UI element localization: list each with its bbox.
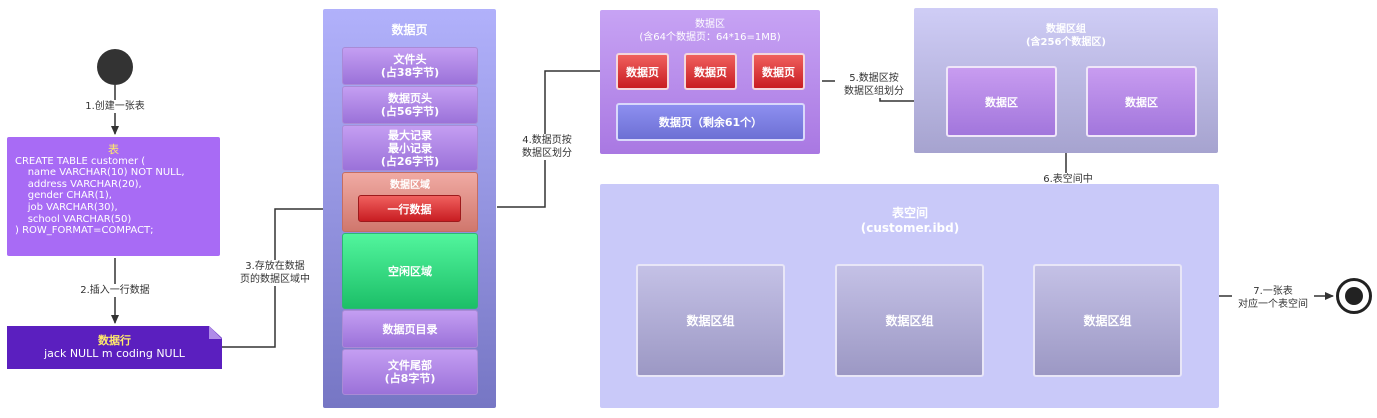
data-row-box: 数据行 jack NULL m coding NULL <box>7 326 222 369</box>
step-3-label: 3.存放在数据 页的数据区域中 <box>233 260 317 286</box>
step-7-label: 7.一张表 对应一个表空间 <box>1232 285 1314 311</box>
tablespace-group-3: 数据区组 <box>1033 264 1182 377</box>
extent-group-title: 数据区组 (含256个数据区) <box>1025 24 1106 48</box>
tablespace-title: 表空间 (customer.ibd) <box>860 206 960 235</box>
infimum-supremum-block: 最大记录 最小记录 (占26字节) <box>342 125 478 171</box>
extent-remaining-pages: 数据页（剩余61个） <box>616 103 805 141</box>
step-5-label: 5.数据区按 数据区组划分 <box>835 72 913 98</box>
step-4-label: 4.数据页按 数据区划分 <box>512 134 582 160</box>
tablespace-group-1: 数据区组 <box>636 264 785 377</box>
data-area-label: 数据区域 <box>390 179 430 191</box>
extent-page-1: 数据页 <box>616 53 669 90</box>
step-1-label: 1.创建一张表 <box>70 100 160 113</box>
tablespace-group-2: 数据区组 <box>835 264 984 377</box>
extent-page-3: 数据页 <box>752 53 805 90</box>
table-title: 表 <box>108 143 119 156</box>
file-header-block: 文件头 (占38字节) <box>342 47 478 85</box>
start-node <box>97 49 133 85</box>
extent-group-item-1: 数据区 <box>946 66 1057 137</box>
free-space-block: 空闲区域 <box>342 233 478 309</box>
step-2-label: 2.插入一行数据 <box>70 284 160 297</box>
page-header-block: 数据页头 (占56字节) <box>342 86 478 124</box>
extent-title: 数据区 (含64个数据页：64*16=1MB) <box>639 19 781 43</box>
extent-page-2: 数据页 <box>684 53 737 90</box>
page-directory-block: 数据页目录 <box>342 310 478 348</box>
data-row-content: jack NULL m coding NULL <box>44 347 185 360</box>
file-trailer-block: 文件尾部 (占8字节) <box>342 349 478 395</box>
table-sql: CREATE TABLE customer ( name VARCHAR(10)… <box>15 155 185 237</box>
extent-group-item-2: 数据区 <box>1086 66 1197 137</box>
data-page-title: 数据页 <box>391 22 428 37</box>
data-row-title: 数据行 <box>98 334 131 347</box>
end-node-core <box>1345 287 1363 305</box>
row-data-item: 一行数据 <box>358 195 461 222</box>
table-box: 表 CREATE TABLE customer ( name VARCHAR(1… <box>7 137 220 256</box>
